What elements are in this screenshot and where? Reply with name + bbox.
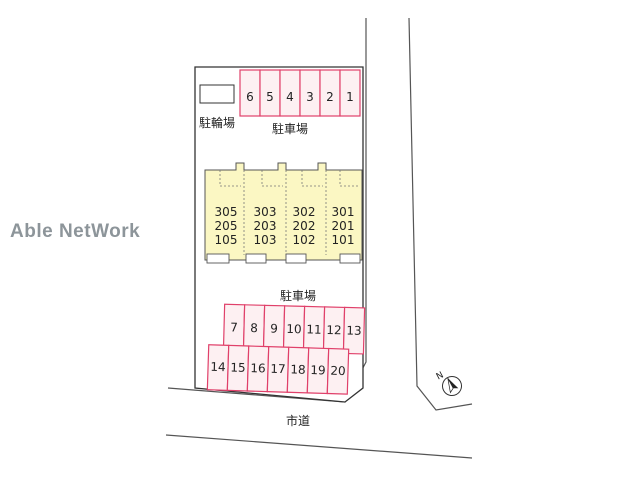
parking-space-number: 17 [270,362,286,376]
parking-space: 3 [299,69,321,117]
unit-number: 202 [293,219,316,233]
unit-number: 103 [254,233,277,247]
road-label: 市道 [286,413,310,428]
parking-space-number: 18 [290,362,306,376]
parking-space-number: 15 [230,360,246,374]
north-label: N [435,370,446,382]
parking-row-top: 6 5 4 3 2 1 [239,69,361,117]
parking-space-number: 5 [266,90,274,104]
parking-space-number: 12 [326,323,342,337]
unit-number: 305 [215,205,238,219]
parking-space: 2 [319,69,341,117]
parking-space: 16 [246,345,270,393]
unit-number: 302 [293,205,316,219]
parking-space: 12 [322,306,346,355]
entrance-box [206,253,230,264]
parking-space-number: 19 [310,363,326,377]
unit-number: 105 [215,233,238,247]
parking-label-top: 駐車場 [272,121,308,136]
parking-space-number: 9 [270,321,278,335]
parking-space-number: 3 [306,90,314,104]
unit-number: 303 [254,205,277,219]
parking-row-middle: 7 8 9 10 11 12 13 [222,303,366,355]
parking-space: 1 [339,69,361,117]
entrance-box [285,253,307,264]
parking-space-number: 14 [210,360,226,374]
unit-column: 305 205 105 [215,205,238,247]
parking-space-number: 10 [286,322,302,336]
unit-column: 303 203 103 [254,205,277,247]
parking-space: 6 [239,69,261,117]
parking-space: 11 [302,305,326,354]
parking-space: 20 [326,347,350,395]
parking-space: 15 [226,344,250,392]
parking-space-number: 6 [246,90,254,104]
entrance-box [339,253,361,264]
parking-space-number: 2 [326,90,334,104]
unit-column: 301 201 101 [332,205,355,247]
north-arrow-icon: N [435,370,462,396]
apartment-building: 305 205 105 303 203 103 302 202 102 301 … [204,162,363,264]
unit-number: 101 [332,233,355,247]
parking-space-number: 1 [346,90,354,104]
road-right-edge [408,17,473,411]
bicycle-parking-label: 駐輪場 [199,115,235,130]
bicycle-parking-area [199,84,235,104]
parking-space: 10 [282,305,306,353]
parking-space-number: 16 [250,361,266,375]
unit-column: 302 202 102 [293,205,316,247]
parking-space-number: 13 [346,323,362,337]
unit-number: 203 [254,219,277,233]
parking-space-number: 4 [286,90,294,104]
unit-number: 205 [215,219,238,233]
parking-space: 9 [262,304,286,353]
watermark-text: Able NetWork [10,221,141,242]
parking-space: 7 [222,303,246,352]
parking-space: 19 [306,347,330,395]
parking-row-bottom: 14 15 16 17 18 19 20 [206,344,350,395]
parking-space: 13 [342,306,366,355]
unit-number: 201 [332,219,355,233]
parking-space: 17 [266,346,290,393]
unit-number: 301 [332,205,355,219]
parking-space-number: 7 [230,320,238,334]
parking-space-number: 20 [330,364,346,378]
road-bottom-edge [165,434,473,459]
parking-space-number: 8 [250,321,258,335]
parking-label-bottom: 駐車場 [280,288,316,303]
entrance-box [245,253,267,264]
parking-space: 14 [206,344,230,391]
parking-space: 8 [242,304,266,352]
parking-space: 18 [286,346,310,394]
parking-space: 4 [279,69,301,117]
unit-number: 102 [293,233,316,247]
parking-space-number: 11 [306,322,322,336]
parking-space: 5 [259,69,281,117]
